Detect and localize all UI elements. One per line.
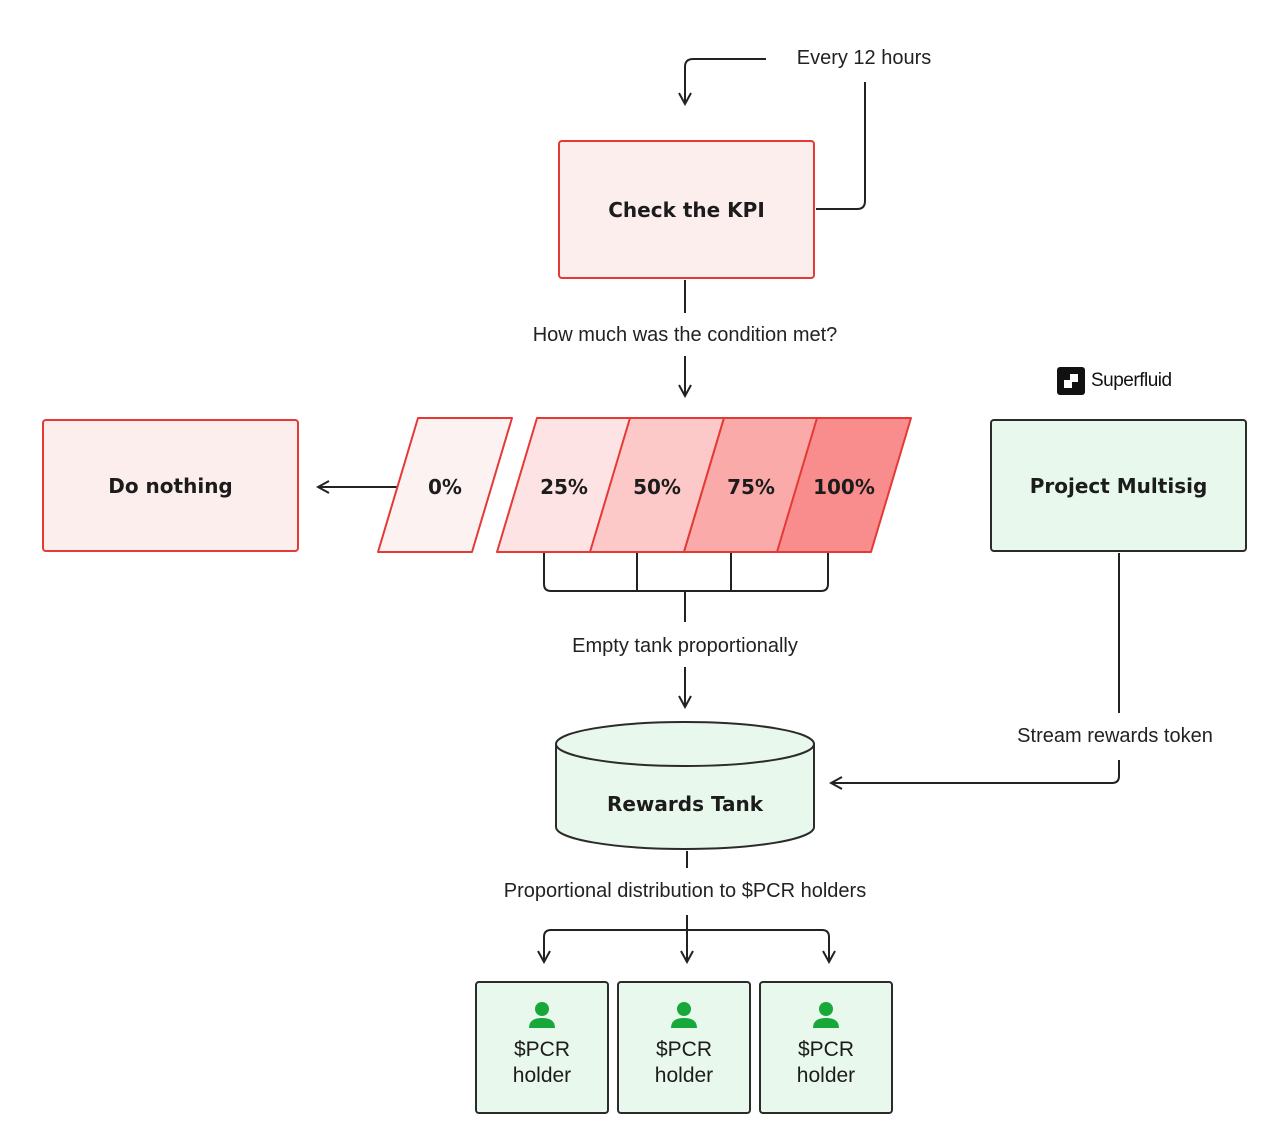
superfluid-mark-icon: [1057, 367, 1085, 395]
holder-label: $PCR holder: [796, 1038, 856, 1087]
rewards-tank-label: Rewards Tank: [606, 792, 764, 816]
distribution-left-arrow: [544, 929, 687, 962]
pct-100-label: 100%: [813, 475, 875, 499]
check-kpi-label: Check the KPI: [608, 197, 765, 222]
loop-arrow-top: [685, 58, 766, 104]
pct-0-label: 0%: [428, 475, 462, 499]
person-icon: [671, 1002, 697, 1028]
loop-line-right: [816, 82, 866, 210]
superfluid-logo: Superfluid: [1057, 367, 1172, 395]
do-nothing-box[interactable]: Do nothing: [42, 419, 299, 552]
pct-100-shape: [776, 417, 912, 553]
empty-tank-label: Empty tank proportionally: [572, 635, 798, 657]
person-icon: [813, 1002, 839, 1028]
pct-0-shape: [377, 417, 513, 553]
check-kpi-box[interactable]: Check the KPI: [558, 140, 815, 279]
holder-box-3[interactable]: $PCR holder: [759, 981, 893, 1114]
project-multisig-label: Project Multisig: [1029, 473, 1208, 498]
person-icon: [529, 1002, 555, 1028]
project-multisig-box[interactable]: Project Multisig: [990, 419, 1247, 552]
holder-box-1[interactable]: $PCR holder: [475, 981, 609, 1114]
pct-25-label: 25%: [540, 475, 588, 499]
stream-label: Stream rewards token: [1017, 725, 1213, 747]
holder-label: $PCR holder: [512, 1038, 572, 1087]
distribution-label: Proportional distribution to $PCR holder…: [503, 880, 867, 902]
do-nothing-label: Do nothing: [108, 473, 233, 498]
holder-label: $PCR holder: [654, 1038, 714, 1087]
question-label: How much was the condition met?: [532, 324, 838, 346]
distribution-right-arrow: [687, 929, 829, 962]
holder-box-2[interactable]: $PCR holder: [617, 981, 751, 1114]
percent-bracket: [543, 553, 829, 592]
superfluid-wordmark: Superfluid: [1091, 370, 1172, 391]
rewards-tank-cylinder: [555, 721, 815, 850]
pct-50-label: 50%: [633, 475, 681, 499]
pct-75-label: 75%: [727, 475, 775, 499]
stream-arrow: [831, 760, 1120, 783]
trigger-label: Every 12 hours: [796, 47, 932, 69]
